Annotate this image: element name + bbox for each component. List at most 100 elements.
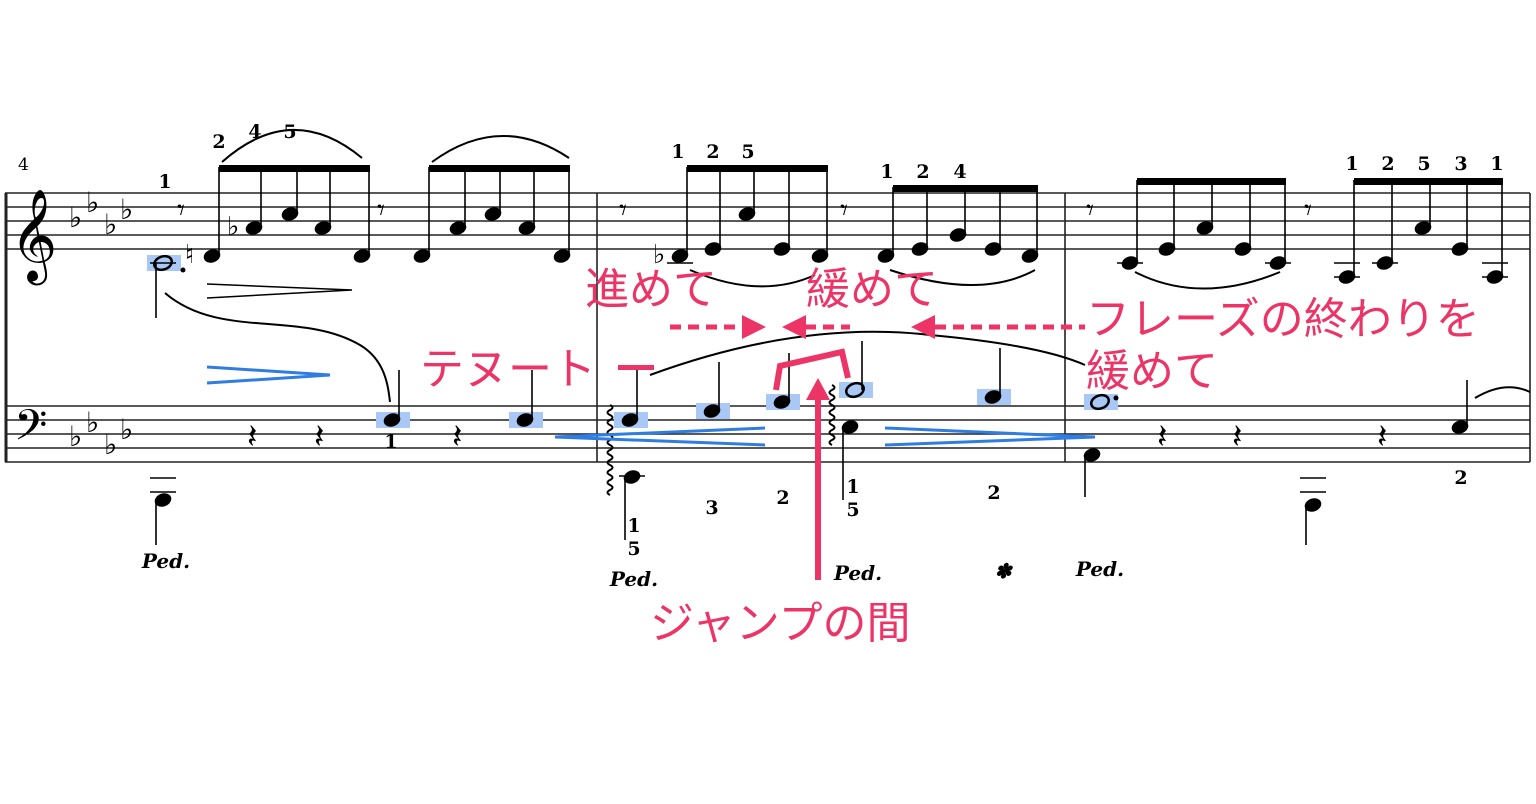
flat-icon: ♭ bbox=[69, 420, 82, 453]
note-head bbox=[1083, 448, 1101, 462]
note-head bbox=[949, 228, 967, 242]
note-head bbox=[1338, 270, 1356, 284]
fingering: 1 bbox=[158, 171, 171, 193]
slur bbox=[689, 269, 816, 288]
fingering: 2 bbox=[916, 161, 929, 183]
note-head bbox=[1376, 256, 1394, 270]
bass-clef: 𝄢 bbox=[14, 401, 47, 461]
annotation-tenuto: テヌート bbox=[420, 344, 596, 395]
note-head bbox=[1269, 256, 1287, 270]
note-head bbox=[1414, 221, 1432, 235]
fingering: 2 bbox=[1454, 467, 1467, 489]
note-head bbox=[413, 249, 431, 263]
pedal-mark: Ped. bbox=[833, 561, 882, 585]
beam bbox=[1354, 178, 1503, 185]
note-head bbox=[518, 221, 536, 235]
note-head bbox=[1451, 420, 1469, 434]
beam bbox=[893, 185, 1038, 192]
flat-icon: ♭ bbox=[86, 406, 99, 439]
flat-icon: ♭ bbox=[653, 240, 665, 270]
eighth-rest: 𝄾 bbox=[1086, 193, 1094, 228]
half-note bbox=[1090, 393, 1110, 411]
pedal-release-mark: ✽ bbox=[995, 559, 1014, 583]
beam bbox=[687, 165, 828, 172]
fingering: 5 bbox=[846, 499, 859, 521]
beam bbox=[1137, 178, 1286, 185]
arrow-right-icon bbox=[742, 315, 766, 339]
fingering: 2 bbox=[706, 141, 719, 163]
arpeggio-mark bbox=[606, 404, 614, 496]
fingering: 1 bbox=[1490, 153, 1503, 175]
slur bbox=[649, 330, 1086, 376]
annotation-push: 進めて bbox=[585, 264, 717, 315]
annotation-relax: 緩めて bbox=[806, 264, 938, 315]
natural-icon: ♮ bbox=[185, 240, 194, 270]
beam bbox=[429, 165, 570, 172]
fingering: 2 bbox=[1381, 153, 1394, 175]
annotation-phrase-end: フレーズの終わりを bbox=[1086, 294, 1480, 345]
note-head bbox=[623, 470, 641, 484]
note-head bbox=[671, 249, 689, 263]
note-head bbox=[516, 413, 534, 427]
fingering: 2 bbox=[776, 487, 789, 509]
note-head bbox=[314, 221, 332, 235]
eighth-rest: 𝄾 bbox=[177, 193, 185, 228]
note-head bbox=[1158, 242, 1176, 256]
bass-fingerings: 1 1 5 3 2 1 5 2 2 bbox=[384, 431, 1467, 560]
decrescendo-hairpin bbox=[884, 426, 1096, 447]
fingering: 2 bbox=[987, 482, 1000, 504]
note-head bbox=[484, 207, 502, 221]
annotation-phrase-end-relax: 緩めて bbox=[1086, 346, 1218, 397]
note-head bbox=[245, 221, 263, 235]
quarter-rest: 𝄽 bbox=[1157, 417, 1167, 457]
arrow-left-icon bbox=[911, 315, 935, 339]
arrow-up-icon bbox=[806, 378, 830, 400]
note-head bbox=[1021, 249, 1039, 263]
pedal-mark: Ped. bbox=[141, 549, 190, 573]
note-head bbox=[1196, 221, 1214, 235]
quarter-rest: 𝄽 bbox=[1377, 417, 1387, 457]
note-head bbox=[841, 420, 859, 434]
fingering: 1 bbox=[627, 515, 640, 537]
fingering: 1 bbox=[1345, 153, 1358, 175]
note-head bbox=[621, 413, 639, 427]
clefs-keys: 𝄞 𝄢 ♭♭♭♭♭♭♭♭ bbox=[10, 186, 133, 461]
fingering: 5 bbox=[283, 121, 296, 143]
note-head bbox=[811, 249, 829, 263]
eighth-rest: 𝄾 bbox=[377, 193, 385, 228]
pedal-mark: Ped. bbox=[1075, 557, 1124, 581]
fingering: 1 bbox=[846, 476, 859, 498]
fingering: 4 bbox=[953, 161, 966, 183]
flat-icon: ♭ bbox=[120, 413, 133, 446]
fingering: 1 bbox=[384, 431, 397, 453]
arpeggio-mark bbox=[828, 384, 836, 446]
note-head bbox=[1486, 270, 1504, 284]
flat-icon: ♭ bbox=[104, 428, 117, 461]
quarter-rest: 𝄽 bbox=[314, 417, 324, 457]
note-head bbox=[984, 390, 1002, 404]
beam bbox=[219, 165, 370, 172]
note-head bbox=[1121, 256, 1139, 270]
note-head bbox=[984, 242, 1002, 256]
arrow-left-icon bbox=[782, 315, 806, 339]
tenuto-dash bbox=[618, 365, 654, 370]
quarter-rest: 𝄽 bbox=[452, 417, 462, 457]
note-head bbox=[911, 242, 929, 256]
note-head bbox=[353, 249, 371, 263]
note-head bbox=[203, 249, 221, 263]
flat-icon: ♭ bbox=[227, 212, 239, 242]
flat-icon: ♭ bbox=[120, 193, 133, 226]
half-note bbox=[153, 254, 173, 272]
eighth-rest: 𝄾 bbox=[1304, 193, 1312, 228]
note-head bbox=[773, 242, 791, 256]
note-head bbox=[154, 493, 172, 507]
note-head bbox=[773, 395, 791, 409]
fingering: 1 bbox=[880, 161, 893, 183]
annotations: 進めて 緩めて フレーズの終わりを 緩めて テヌート ジャンプの間 bbox=[420, 264, 1480, 649]
note-head bbox=[877, 249, 895, 263]
note-head bbox=[738, 207, 756, 221]
slur bbox=[1134, 271, 1281, 290]
dot bbox=[180, 267, 186, 273]
decrescendo-hairpin bbox=[206, 365, 331, 385]
note-head bbox=[281, 207, 299, 221]
